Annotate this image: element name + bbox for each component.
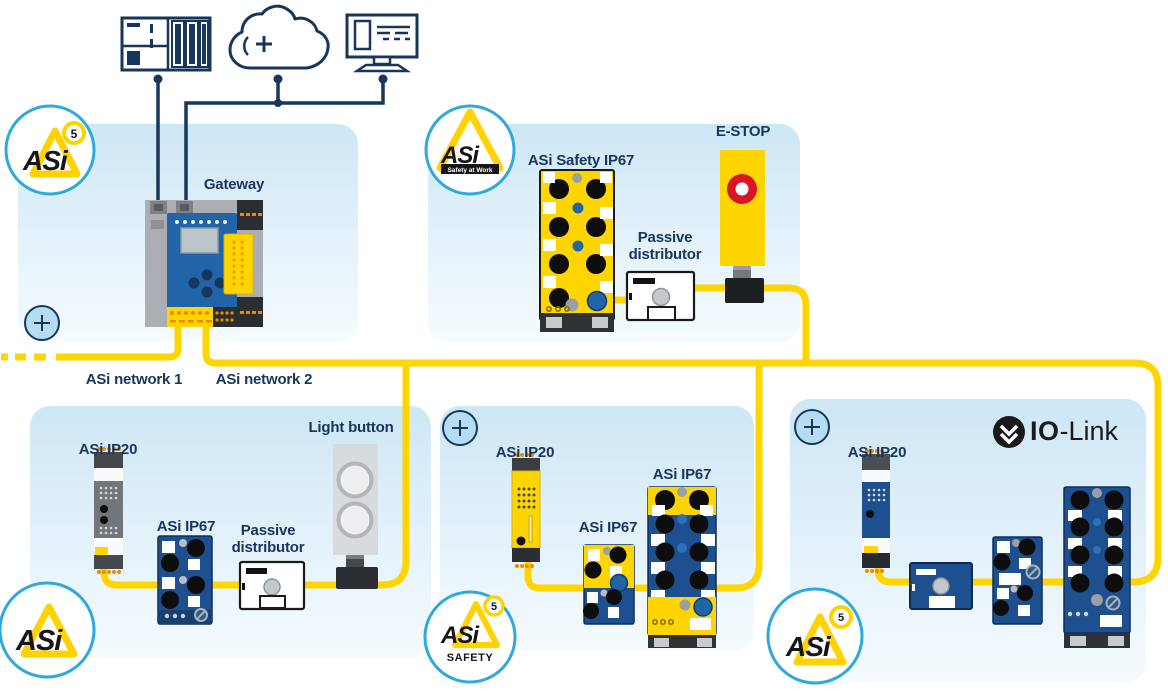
branch-middle-cable (524, 363, 763, 592)
label-asi-ip67-middle-large: ASi IP67 (652, 466, 712, 483)
control-level-lines (156, 78, 385, 207)
io-link-bold-text: IO (1030, 416, 1060, 446)
label-light-button: Light button (308, 419, 394, 436)
label-asi-safety-ip67: ASi Safety IP67 (527, 152, 635, 169)
estop-to-network-cable (756, 284, 810, 362)
asi-network-1-cable (56, 327, 182, 361)
passive-distributor-top (625, 270, 696, 322)
label-e-stop: E-STOP (715, 123, 771, 140)
io-link-rest-text: -Link (1059, 416, 1119, 446)
plus-button-left[interactable] (24, 305, 60, 341)
asi-ip67-module-middle-small (583, 544, 635, 625)
gateway-display (180, 227, 219, 254)
label-passive-distributor-left: Passive distributor (231, 522, 305, 556)
gateway-device (145, 200, 263, 327)
io-link-distributor-box (909, 562, 973, 610)
asi-ip67-module-left (157, 535, 213, 625)
e-stop-device[interactable] (720, 150, 765, 303)
badge-asi5-safety: ASi 5 SAFETY (423, 590, 517, 684)
plc-rack-icon (120, 16, 212, 72)
passive-distributor-left (238, 560, 306, 611)
asi-logo-text: ASi (440, 622, 480, 649)
asi-ip67-module-middle-large (647, 486, 717, 648)
badge-asi-bottom-left: ASi (0, 581, 96, 679)
badge-asi5-top-left: ASi 5 (4, 104, 96, 196)
asi-version-text: 5 (71, 127, 78, 141)
asi-version-text: 5 (491, 601, 497, 613)
asi-safety-ip67-module (539, 169, 615, 332)
label-passive-distributor-top: Passive distributor (628, 229, 702, 263)
asi-ip20-module-right (862, 449, 890, 573)
asi-ip20-module-middle (511, 453, 541, 568)
label-gateway: Gateway (203, 176, 265, 193)
asi-logo-text: ASi (785, 631, 832, 662)
badge-asi5-bottom-right: ASi 5 (766, 587, 864, 685)
plus-icon (34, 315, 50, 331)
label-asi-ip67-middle-small: ASi IP67 (578, 519, 638, 536)
label-asi-ip20-middle: ASi IP20 (495, 444, 555, 461)
light-button-device[interactable] (333, 444, 378, 589)
io-link-circle-icon (993, 416, 1025, 448)
plus-button-middle[interactable] (442, 410, 478, 446)
io-link-module-large (1063, 486, 1131, 648)
label-asi-ip20-right: ASi IP20 (847, 444, 907, 461)
label-asi-network-1: ASi network 1 (85, 371, 183, 388)
plus-button-right[interactable] (794, 409, 830, 445)
asi-ip20-module-left (94, 447, 123, 574)
safety-text: SAFETY (447, 652, 494, 664)
asi-network-2-cable (202, 327, 1162, 586)
badge-asi-safety-at-work: ASi Safety at Work (424, 104, 516, 196)
plus-icon (804, 419, 820, 435)
asi-version-text: 5 (838, 612, 844, 624)
plus-icon (452, 420, 468, 436)
label-asi-ip67-left: ASi IP67 (156, 518, 216, 535)
io-link-wordmark: IO-Link (1030, 416, 1118, 447)
asi-logo-text: ASi (22, 145, 69, 176)
safety-at-work-text: Safety at Work (447, 167, 492, 174)
label-asi-ip20-left: ASi IP20 (78, 441, 138, 458)
asi-logo-text: ASi (15, 625, 63, 657)
cloud-plus-icon (228, 4, 330, 70)
monitor-icon (345, 13, 419, 73)
label-asi-network-2: ASi network 2 (215, 371, 313, 388)
io-link-module-medium (992, 536, 1043, 625)
control-level-dots (153, 74, 388, 107)
gateway-buttons[interactable] (188, 269, 226, 298)
